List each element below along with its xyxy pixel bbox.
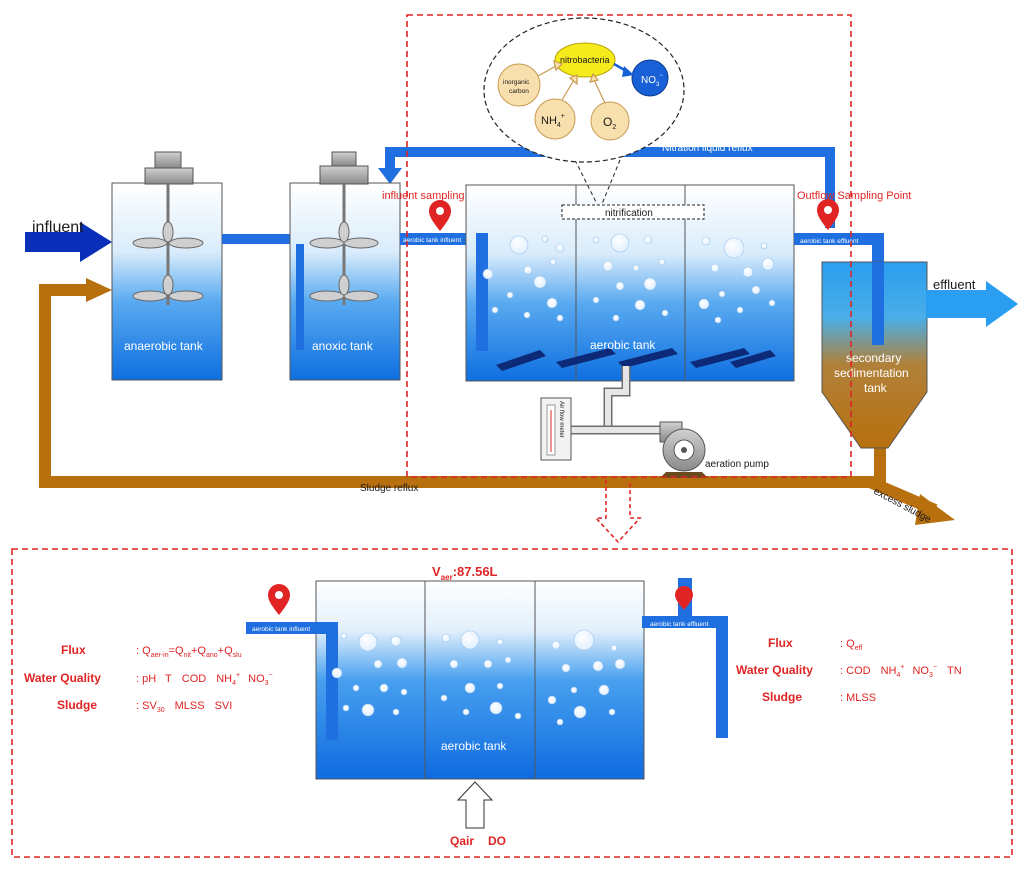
impeller-icon (309, 221, 379, 302)
aerobic-effluent-label: aerobic tank effluent (800, 238, 859, 245)
o2-label: O2 (603, 115, 616, 131)
aeration-diffusers (496, 348, 776, 371)
nitrification-box (561, 204, 705, 220)
bubble-arrows (537, 60, 606, 104)
zoom-line-right (601, 159, 621, 205)
aerobic-influent-label: aerobic tank influent (403, 237, 461, 244)
inorganic-carbon-node (497, 63, 541, 107)
oxygen-node (590, 101, 630, 141)
detail-aerobic-influent-label: aerobic tank influent (252, 626, 310, 633)
outflow-sampling-label: Outflow Sampling Point (797, 190, 911, 202)
arrow-to-nitrate (613, 62, 634, 77)
ammonium-node (534, 98, 576, 140)
aerobic-tank-label: aerobic tank (590, 338, 656, 352)
do-label: DO (488, 834, 506, 848)
inorganic-carbon-label-2: carbon (509, 88, 529, 95)
nitrate-node (631, 59, 669, 97)
anoxic-tank (289, 151, 401, 381)
secondary-tank-label-3: tank (864, 381, 888, 395)
detail-aerobic-tank-label: aerobic tank (441, 739, 507, 753)
right-sludge-label: Sludge (762, 690, 802, 704)
detail-air-bubbles (331, 629, 626, 726)
secondary-sedimentation-tank (821, 261, 928, 449)
air-line (568, 366, 665, 435)
left-flux-label: Flux (61, 643, 86, 657)
effluent-arrow (926, 281, 1018, 327)
qair-label: Qair (450, 834, 474, 848)
influent-sampling-pin-icon (429, 200, 451, 231)
impeller-icon (132, 221, 204, 302)
anaerobic-tank-label: anaerobic tank (124, 339, 204, 353)
outflow-sampling-pin-icon (817, 199, 839, 230)
detail-effluent-pin-icon (675, 586, 693, 610)
influent-label: influent (32, 219, 84, 236)
aeration-pump-icon (659, 421, 708, 478)
secondary-tank-label-2: sedimentation (834, 366, 909, 380)
no3-label: NO3− (641, 73, 663, 88)
effluent-label: effluent (933, 277, 976, 292)
detail-aerobic-tank (246, 578, 728, 780)
aerobic-tank (465, 184, 795, 382)
air-bubbles (482, 233, 776, 324)
influent-parameters: Flux Water Quality Sludge : Qaer-in=Qnit… (24, 643, 273, 714)
aeration-pump-label: aeration pump (705, 459, 769, 470)
right-wq-label: Water Quality (736, 663, 813, 677)
detail-aerobic-effluent-label: aerobic tank effluent (650, 621, 709, 628)
nitration-reflux-label: Nitration liquid reflux (662, 143, 753, 154)
anoxic-tank-label: anoxic tank (312, 339, 374, 353)
right-flux-label: Flux (768, 636, 793, 650)
vaer-label: Vaer:87.56L (432, 564, 498, 582)
inorganic-carbon-label-1: inorganic (503, 79, 530, 86)
nitrobacteria-label: nitrobacteria (560, 55, 610, 65)
qair-arrow-icon (456, 781, 494, 829)
air-flow-meter (540, 397, 572, 461)
right-sludge-value: : MLSS (840, 692, 876, 704)
detail-influent-pipe (246, 622, 338, 740)
right-flux-value: : Qeff (840, 638, 862, 652)
air-flow-meter-label: Air flow meter (558, 401, 564, 438)
detail-influent-pin-icon (268, 584, 290, 615)
anaerobic-tank (111, 151, 223, 381)
pipe-anaerobic-anoxic (222, 234, 294, 244)
nitrification-process-bubble (483, 17, 685, 163)
left-flux-value: : Qaer-in=Qnit+Qano+Qslu (136, 645, 242, 659)
left-wq-label: Water Quality (24, 671, 101, 685)
sludge-reflux-label: Sludge reflux (360, 483, 418, 494)
detail-dashed-box (11, 548, 1013, 858)
secondary-tank-label-1: secondary (846, 351, 901, 365)
left-sludge-label: Sludge (57, 698, 97, 712)
aerobic-zone-dashed-box (406, 14, 852, 478)
zoom-down-arrow (594, 480, 642, 544)
zoom-line-left (574, 159, 598, 205)
influent-arrow (25, 222, 112, 262)
nitrification-label: nitrification (605, 208, 653, 219)
nitrobacteria-node (554, 42, 616, 78)
influent-sampling-label: influent sampling point (382, 190, 491, 202)
nh4-label: NH4+ (541, 113, 565, 129)
